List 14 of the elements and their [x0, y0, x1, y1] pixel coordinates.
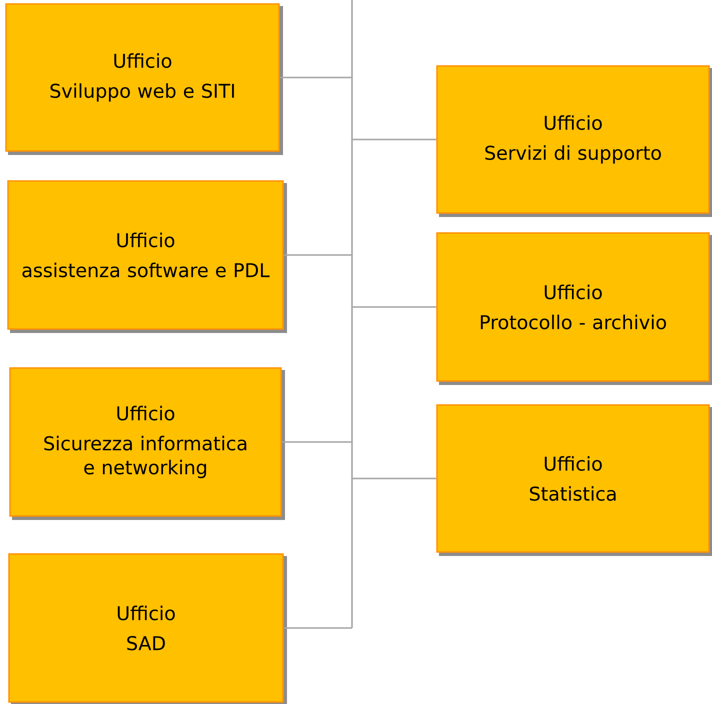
office-box: Ufficio SAD — [8, 553, 287, 704]
connector-line — [282, 441, 352, 443]
office-box: Ufficio Statistica — [436, 404, 712, 556]
connector-line — [280, 76, 352, 78]
office-box: Ufficio Servizi di supporto — [436, 65, 712, 217]
connector-line — [352, 478, 436, 480]
office-box: Ufficio Sicurezza informatica e networking — [9, 367, 285, 520]
connector-line — [284, 627, 352, 629]
connector-line — [352, 138, 436, 140]
office-box: Ufficio Sviluppo web e SITI — [5, 3, 283, 155]
office-box: Ufficio Protocollo - archivio — [436, 232, 712, 385]
connector-line — [352, 306, 436, 308]
office-box: Ufficio assistenza software e PDL — [7, 180, 287, 333]
connector-line — [284, 254, 352, 256]
